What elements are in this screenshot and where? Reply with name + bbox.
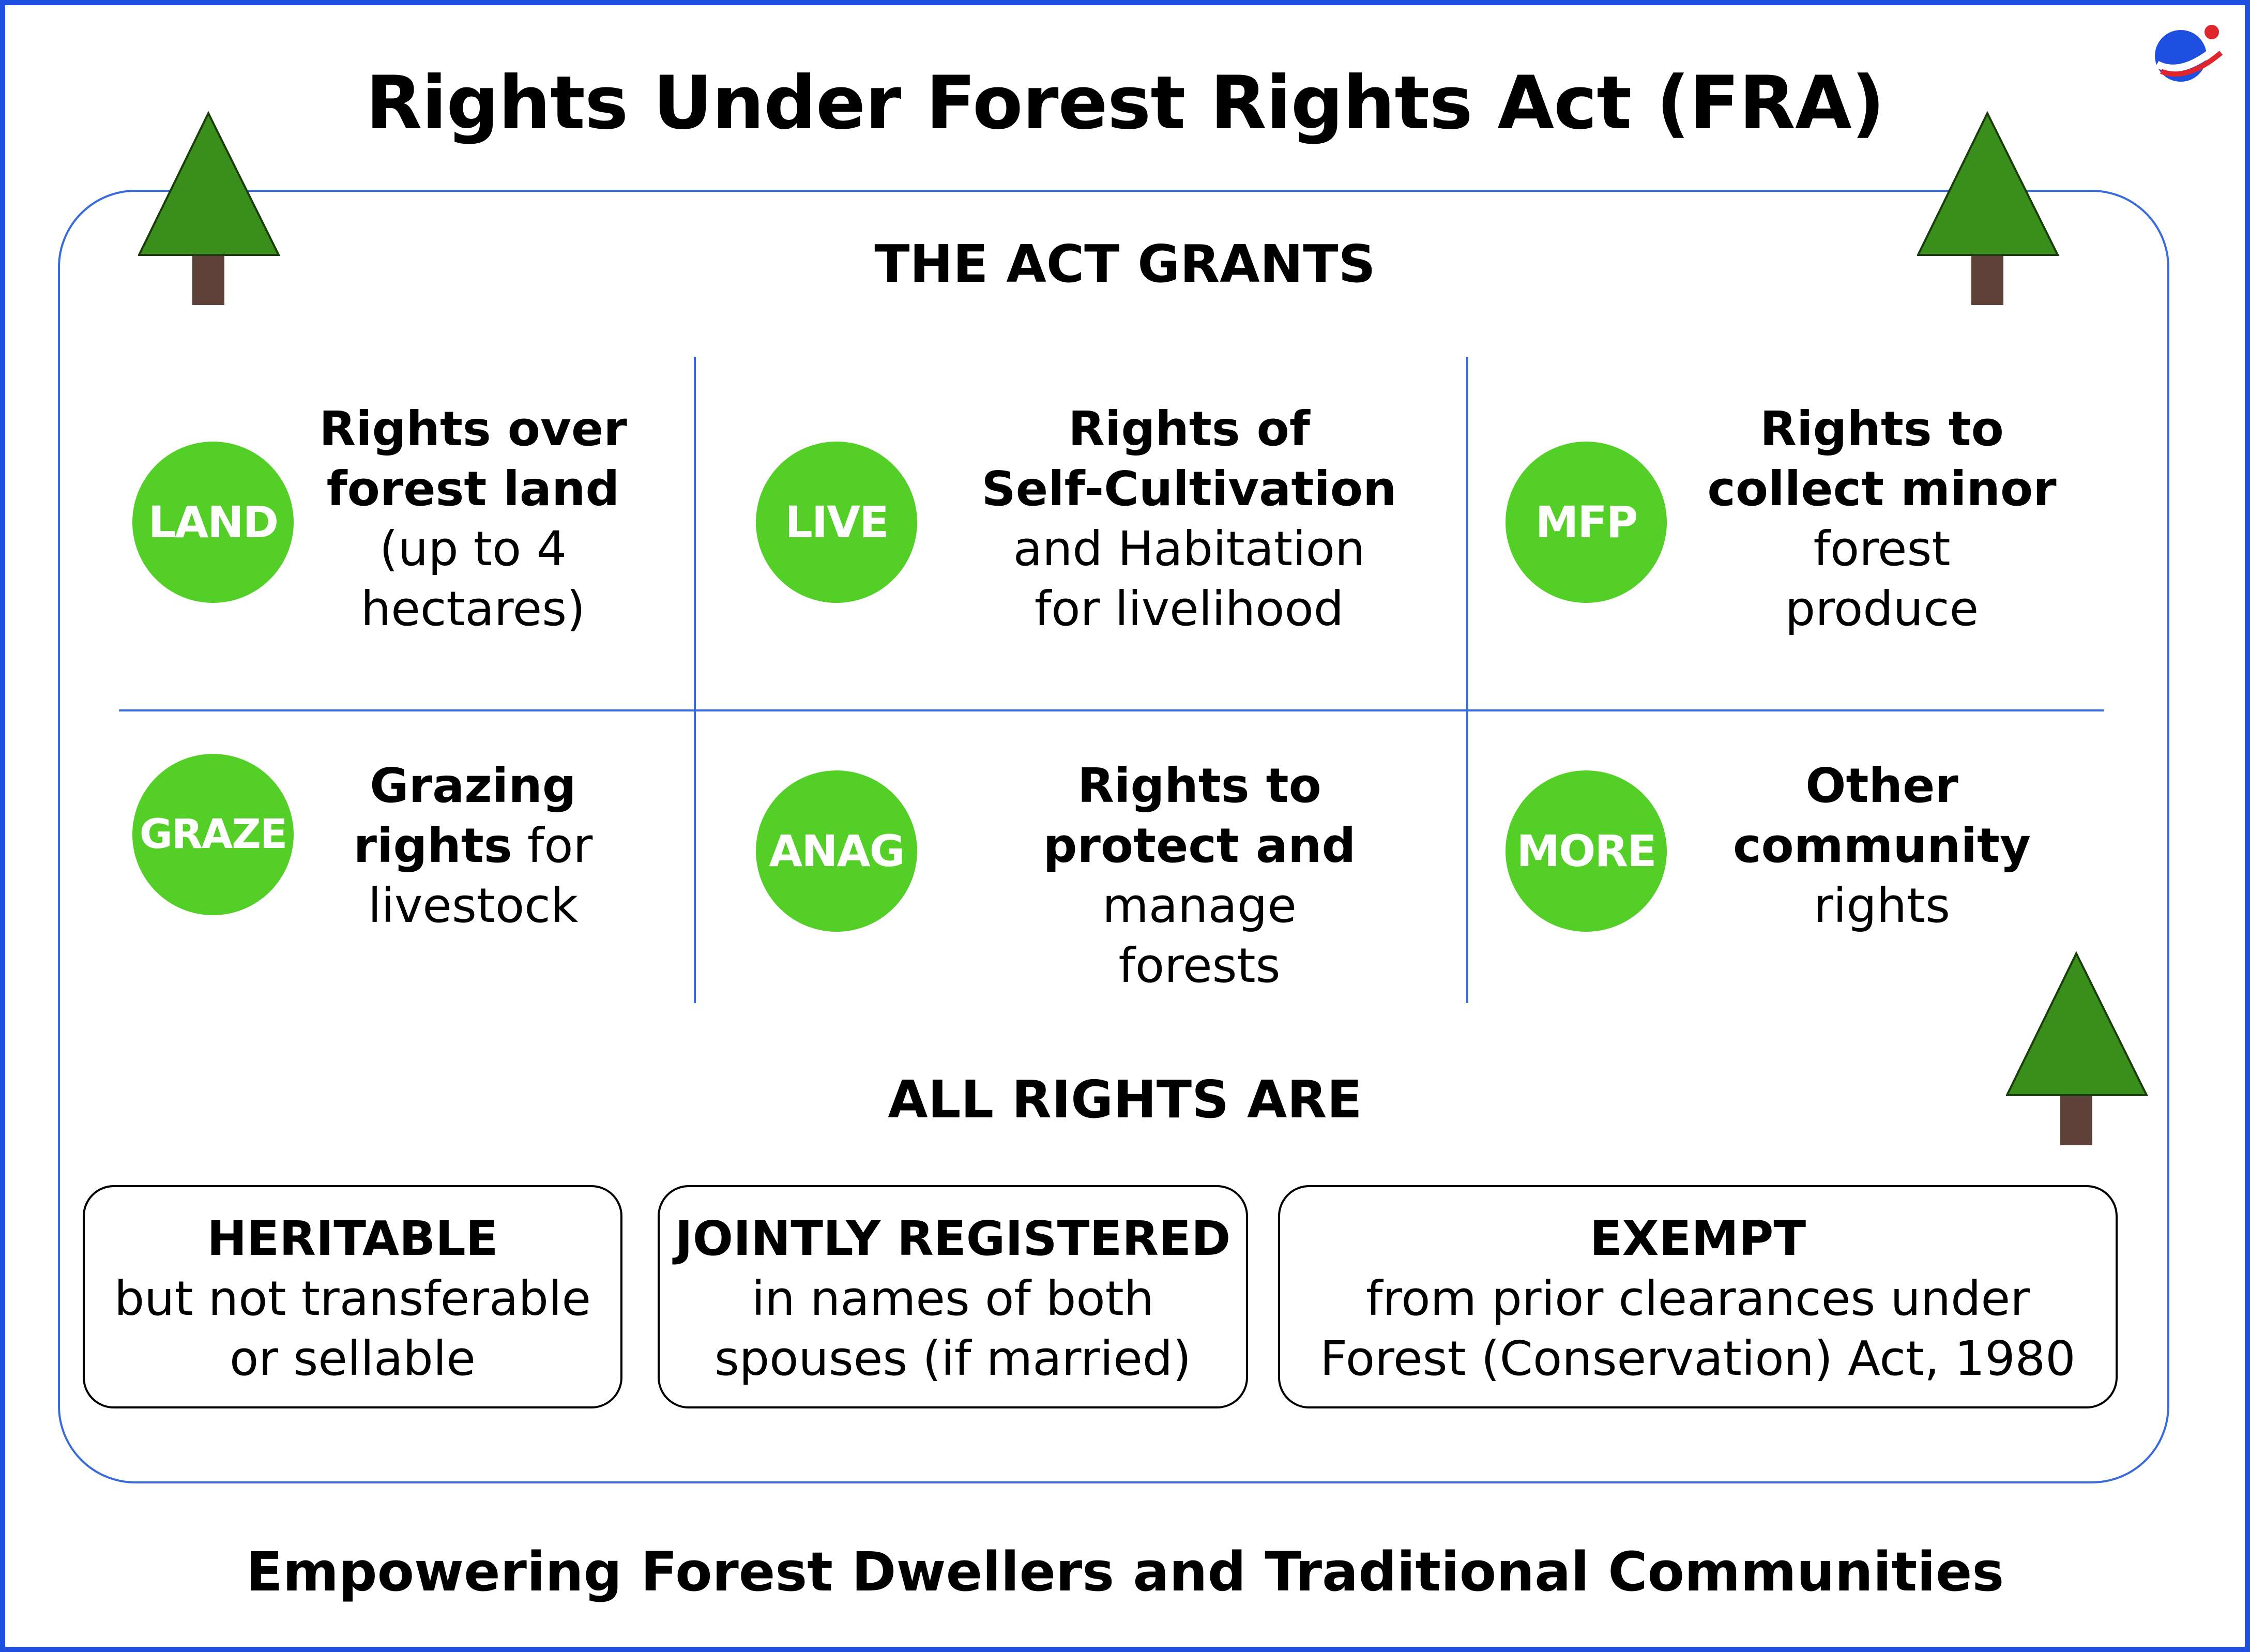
- right-more-text: Other community rights: [1733, 758, 2031, 933]
- right-graze-text: Grazing rights for livestock: [353, 758, 593, 933]
- badge-anag: ANAG: [756, 770, 917, 932]
- all-rights-heading: ALL RIGHTS ARE: [888, 1069, 1362, 1130]
- tree-icon: [1917, 111, 2060, 305]
- attribute-heritable: HERITABLE but not transferable or sellab…: [83, 1185, 622, 1408]
- right-live-text: Rights of Self-Cultivation and Habitatio…: [981, 401, 1397, 636]
- grid-divider: [1466, 357, 1468, 1003]
- badge-land: LAND: [132, 442, 294, 603]
- right-land-text: Rights over forest land (up to 4 hectare…: [319, 401, 627, 636]
- badge-live: LIVE: [756, 442, 917, 603]
- badge-mfp: MFP: [1506, 442, 1667, 603]
- footer-tagline: Empowering Forest Dwellers and Tradition…: [246, 1540, 2004, 1603]
- attribute-exempt: EXEMPT from prior clearances under Fores…: [1278, 1185, 2118, 1408]
- right-mfp-text: Rights to collect minor forest produce: [1707, 401, 2057, 636]
- attribute-jointly-registered: JOINTLY REGISTERED in names of both spou…: [658, 1185, 1248, 1408]
- badge-more: MORE: [1506, 770, 1667, 932]
- grid-divider: [119, 709, 2104, 711]
- page-title: Rights Under Forest Rights Act (FRA): [366, 60, 1884, 146]
- grants-heading: THE ACT GRANTS: [874, 234, 1376, 294]
- badge-graze: GRAZE: [132, 754, 294, 915]
- right-anag-text: Rights to protect and manage forests: [1043, 758, 1356, 993]
- tree-icon: [2006, 951, 2149, 1145]
- tree-icon: [138, 111, 281, 305]
- grid-divider: [694, 357, 696, 1003]
- logo-icon: [2155, 25, 2223, 82]
